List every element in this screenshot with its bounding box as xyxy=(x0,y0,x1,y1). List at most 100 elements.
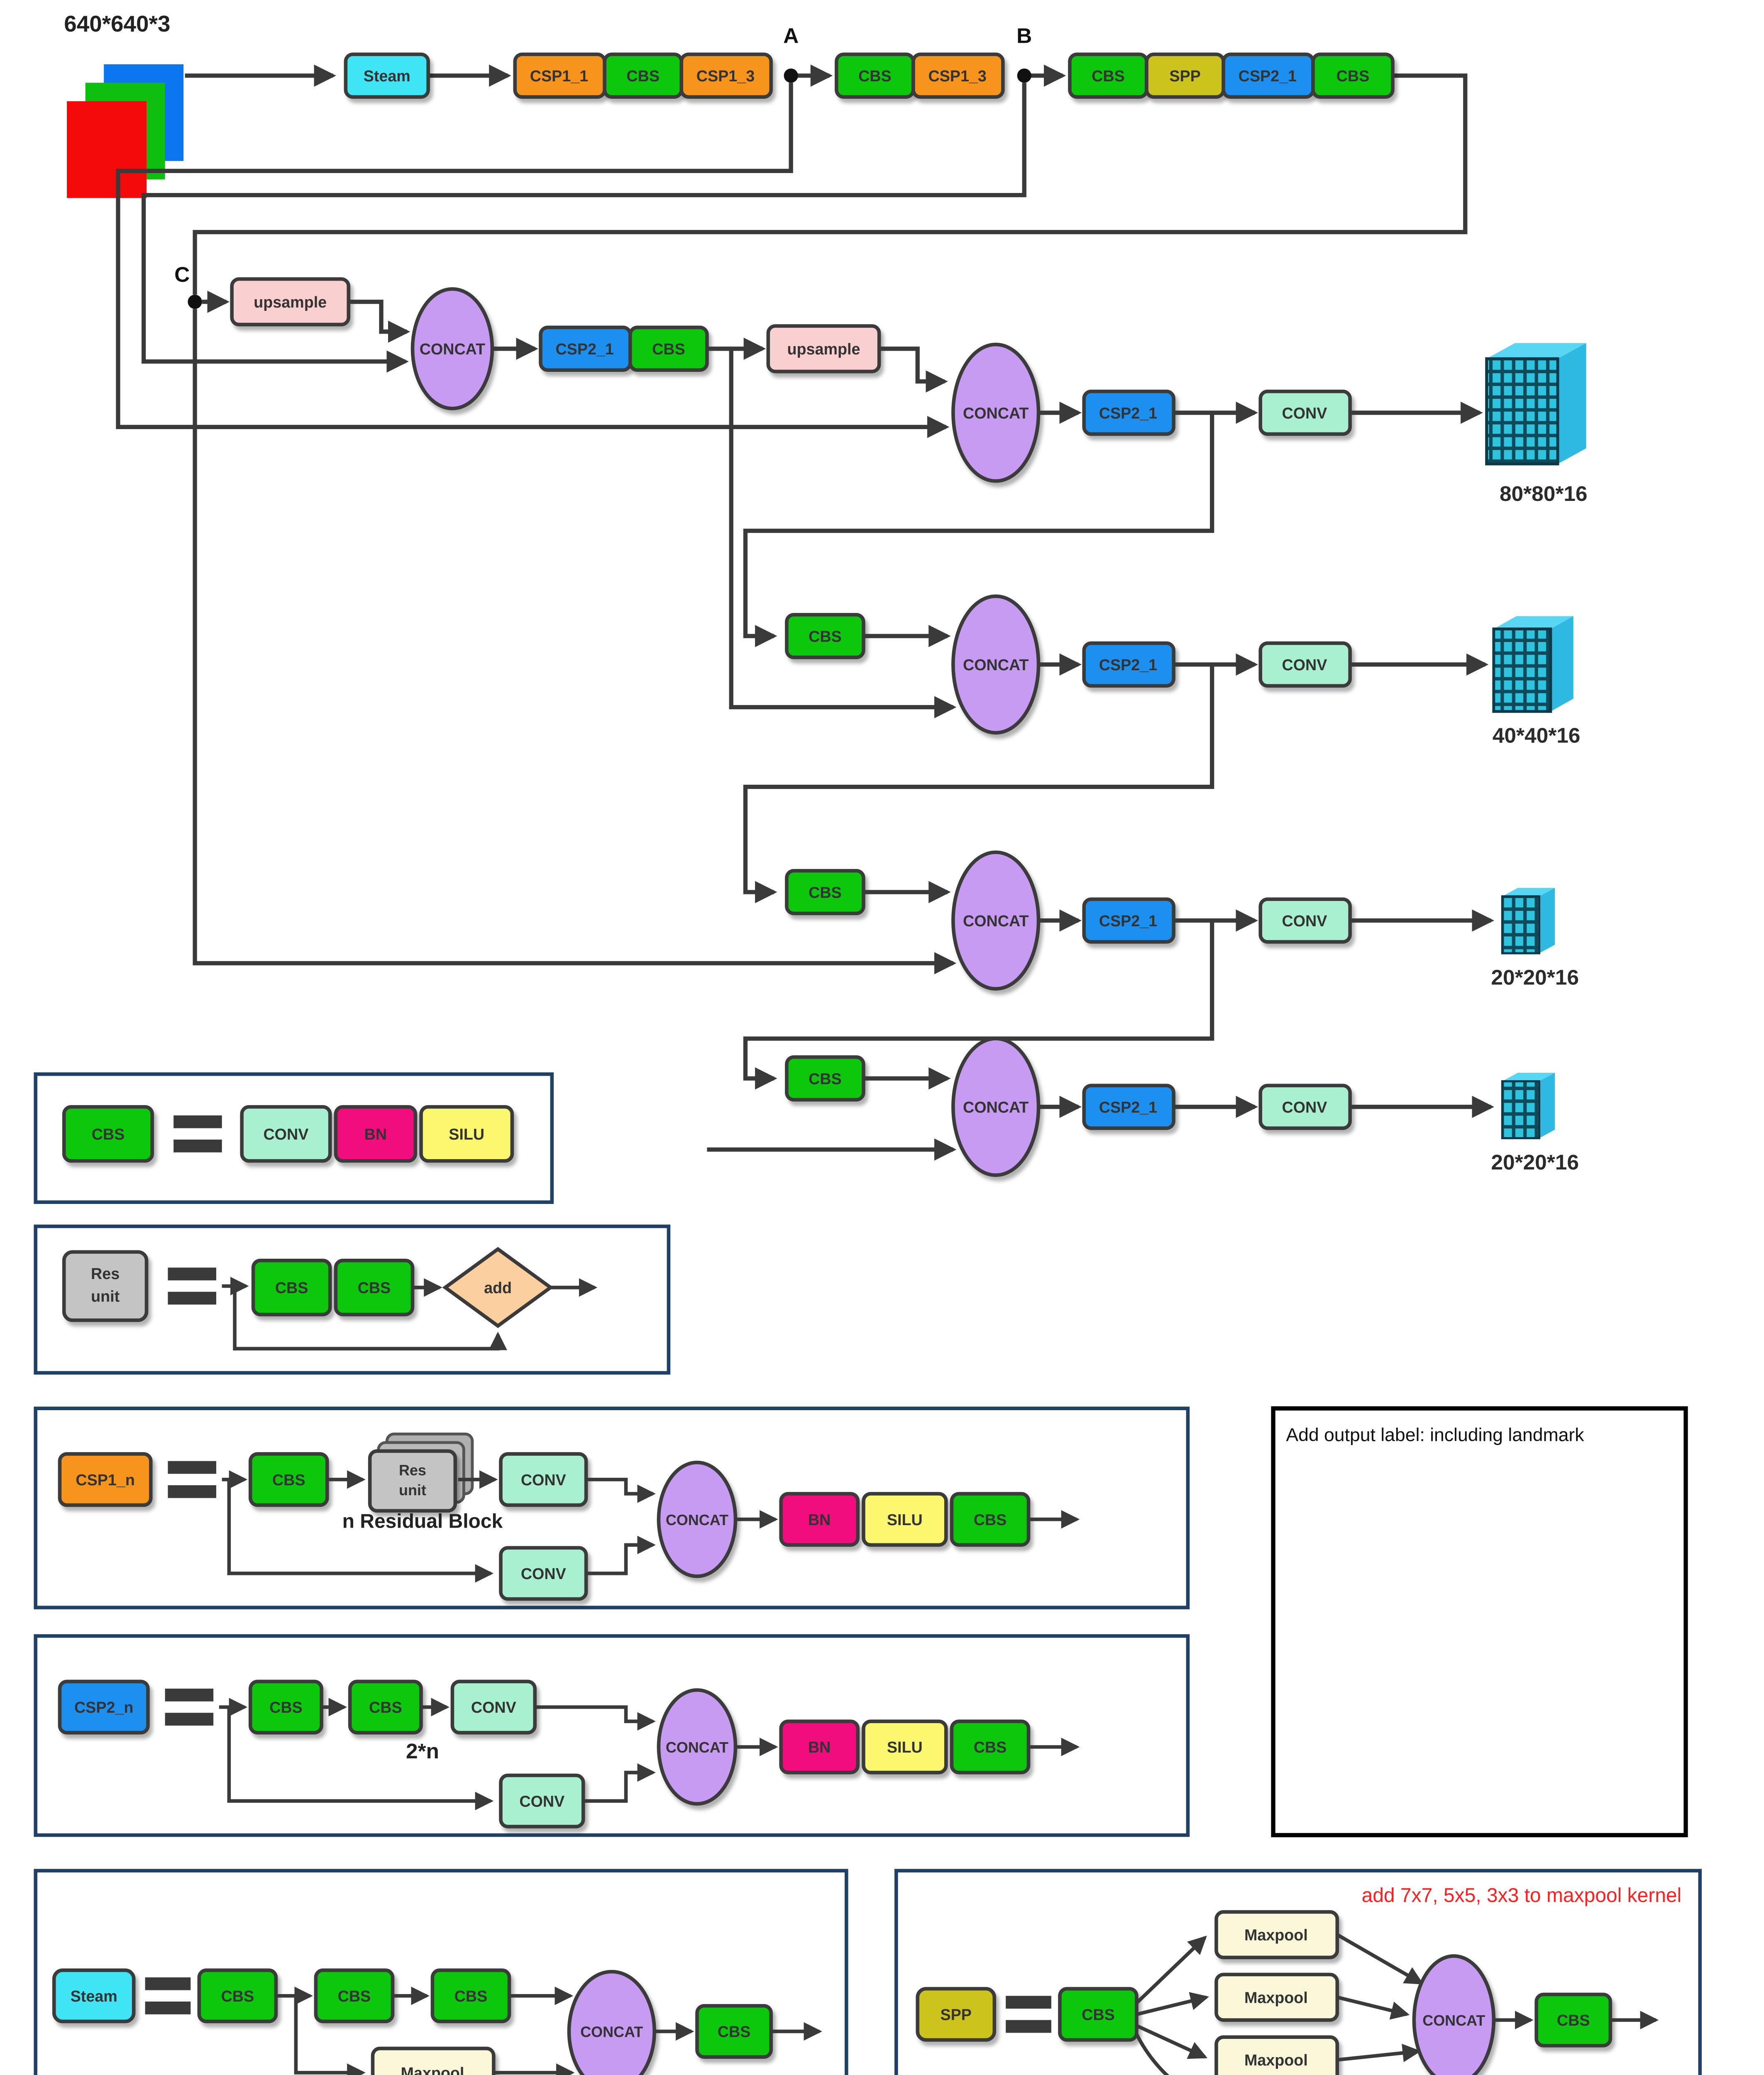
block-res-unit-label1: Res xyxy=(91,1265,120,1282)
wire xyxy=(1336,1933,1424,1985)
equals-sign xyxy=(168,1291,216,1305)
block-bn xyxy=(779,1492,860,1547)
block-csp1-n xyxy=(58,1452,153,1507)
output-cube-80x80 xyxy=(1485,343,1586,466)
block-cbs-label: CBS xyxy=(269,1699,303,1716)
block-conv-label: CONV xyxy=(1282,404,1327,422)
cube-side xyxy=(1539,888,1555,953)
wire xyxy=(193,73,1468,295)
block-res-unit-label2: unit xyxy=(399,1482,426,1499)
equals-sign xyxy=(1006,2020,1051,2033)
wire xyxy=(586,1477,656,1503)
add-label: add xyxy=(484,1279,512,1296)
block-conv-label: CONV xyxy=(519,1792,564,1810)
block-csp2-1 xyxy=(1082,897,1175,944)
point-a-dot xyxy=(784,68,798,83)
legend-steam: Steam CBS CBS CBS Maxpool CONCAT CBS Ste… xyxy=(34,1869,848,2075)
output-cube-20x20-a xyxy=(1501,888,1555,954)
block-csp1-3-label: CSP1_3 xyxy=(696,67,755,85)
equals-sign xyxy=(165,1713,214,1726)
block-cbs-label: CBS xyxy=(272,1471,305,1489)
block-conv xyxy=(1258,641,1352,688)
block-csp2-1-label: CSP2_1 xyxy=(1239,67,1297,85)
equals-sign xyxy=(168,1461,216,1474)
block-csp2-1-label: CSP2_1 xyxy=(555,340,613,358)
block-csp2-1-label: CSP2_1 xyxy=(1099,656,1157,674)
wire xyxy=(227,1707,494,1810)
block-silu-label: SILU xyxy=(449,1125,484,1143)
block-csp1-3 xyxy=(911,52,1005,99)
equals-sign xyxy=(173,1115,222,1128)
equals-sign xyxy=(145,1977,191,1990)
wire xyxy=(743,413,1214,647)
block-cbs-label: CBS xyxy=(1082,2006,1115,2024)
block-csp2-n xyxy=(58,1680,150,1735)
block-upsample xyxy=(230,277,351,327)
block-cbs-label: CBS xyxy=(92,1125,125,1143)
equals-sign xyxy=(168,1267,216,1281)
block-cbs-label: CBS xyxy=(358,1279,391,1296)
block-bn-label: BN xyxy=(364,1125,387,1143)
block-csp1-n-label: CSP1_n xyxy=(76,1471,134,1489)
block-steam xyxy=(344,52,430,99)
block-bn-label: BN xyxy=(808,1738,831,1756)
wire xyxy=(294,1996,366,2075)
residual-block-note: n Residual Block xyxy=(342,1511,503,1533)
block-cbs-label: CBS xyxy=(974,1511,1007,1528)
cube-front xyxy=(1485,357,1559,466)
block-upsample-label: upsample xyxy=(254,293,327,311)
block-maxpool-label: Maxpool xyxy=(1244,1989,1308,2006)
block-conv-label: CONV xyxy=(263,1125,308,1143)
output-size-label: 20*20*16 xyxy=(1491,1150,1579,1174)
block-conv-label: CONV xyxy=(471,1699,516,1716)
block-cbs xyxy=(62,1105,154,1163)
block-cbs-label: CBS xyxy=(718,2023,751,2041)
block-bn xyxy=(779,1719,860,1775)
concat-label: CONCAT xyxy=(580,2024,643,2041)
block-cbs-label: CBS xyxy=(369,1699,402,1716)
cube-front xyxy=(1501,1080,1541,1140)
block-cbs-label: CBS xyxy=(275,1279,308,1296)
block-steam xyxy=(52,1968,136,2024)
block-cbs-label: CBS xyxy=(1092,67,1125,85)
wire xyxy=(586,1536,656,1575)
equals-sign xyxy=(145,2001,191,2014)
block-maxpool xyxy=(1214,2035,1339,2075)
block-cbs-label: CBS xyxy=(809,884,842,901)
wire xyxy=(1337,2043,1421,2063)
block-csp2-1 xyxy=(1082,389,1175,436)
block-cbs-label: CBS xyxy=(626,67,660,85)
block-maxpool-label: Maxpool xyxy=(401,2064,464,2075)
block-spp xyxy=(916,1987,997,2042)
concat-label: CONCAT xyxy=(963,1099,1029,1116)
block-csp1-1-label: CSP1_1 xyxy=(530,67,588,85)
legend-cbs: CBS CONV BN SILU xyxy=(34,1072,554,1204)
point-c-label: C xyxy=(174,262,190,286)
output-size-label: 20*20*16 xyxy=(1491,965,1579,989)
block-csp1-3-label: CSP1_3 xyxy=(928,67,986,85)
legend-csp1n: CSP1_n CBS Res unit CONV CONV n Residual… xyxy=(34,1406,1190,1609)
two-n-note: 2*n xyxy=(406,1739,439,1763)
block-conv xyxy=(240,1105,332,1163)
legend-spp: add 7x7, 5x5, 3x3 to maxpool kernel SPP … xyxy=(894,1869,1702,2075)
block-csp2-1-label: CSP2_1 xyxy=(1099,404,1157,422)
block-cbs-label: CBS xyxy=(221,1987,254,2005)
spp-kernel-note: add 7x7, 5x5, 3x3 to maxpool kernel xyxy=(1362,1885,1682,1907)
landmark-box-border xyxy=(1271,1406,1688,1838)
wire xyxy=(743,664,1214,903)
block-csp2-1 xyxy=(1082,1084,1175,1130)
block-cbs-label: CBS xyxy=(809,1070,842,1087)
point-a-label: A xyxy=(783,23,799,47)
output-size-label: 80*80*16 xyxy=(1500,481,1588,505)
wire xyxy=(583,1763,656,1803)
input-image-stack xyxy=(67,64,184,198)
wire xyxy=(193,309,957,974)
block-res-unit-label2: unit xyxy=(91,1288,120,1305)
block-spp-label: SPP xyxy=(941,2006,972,2024)
wire xyxy=(1136,1992,1209,2016)
wire xyxy=(116,83,950,438)
legend-csp2n: CSP2_n CBS CBS CONV CONV 2*n CONCAT BN S… xyxy=(34,1634,1190,1837)
block-spp-label: SPP xyxy=(1169,67,1200,85)
wire xyxy=(743,920,1214,1090)
